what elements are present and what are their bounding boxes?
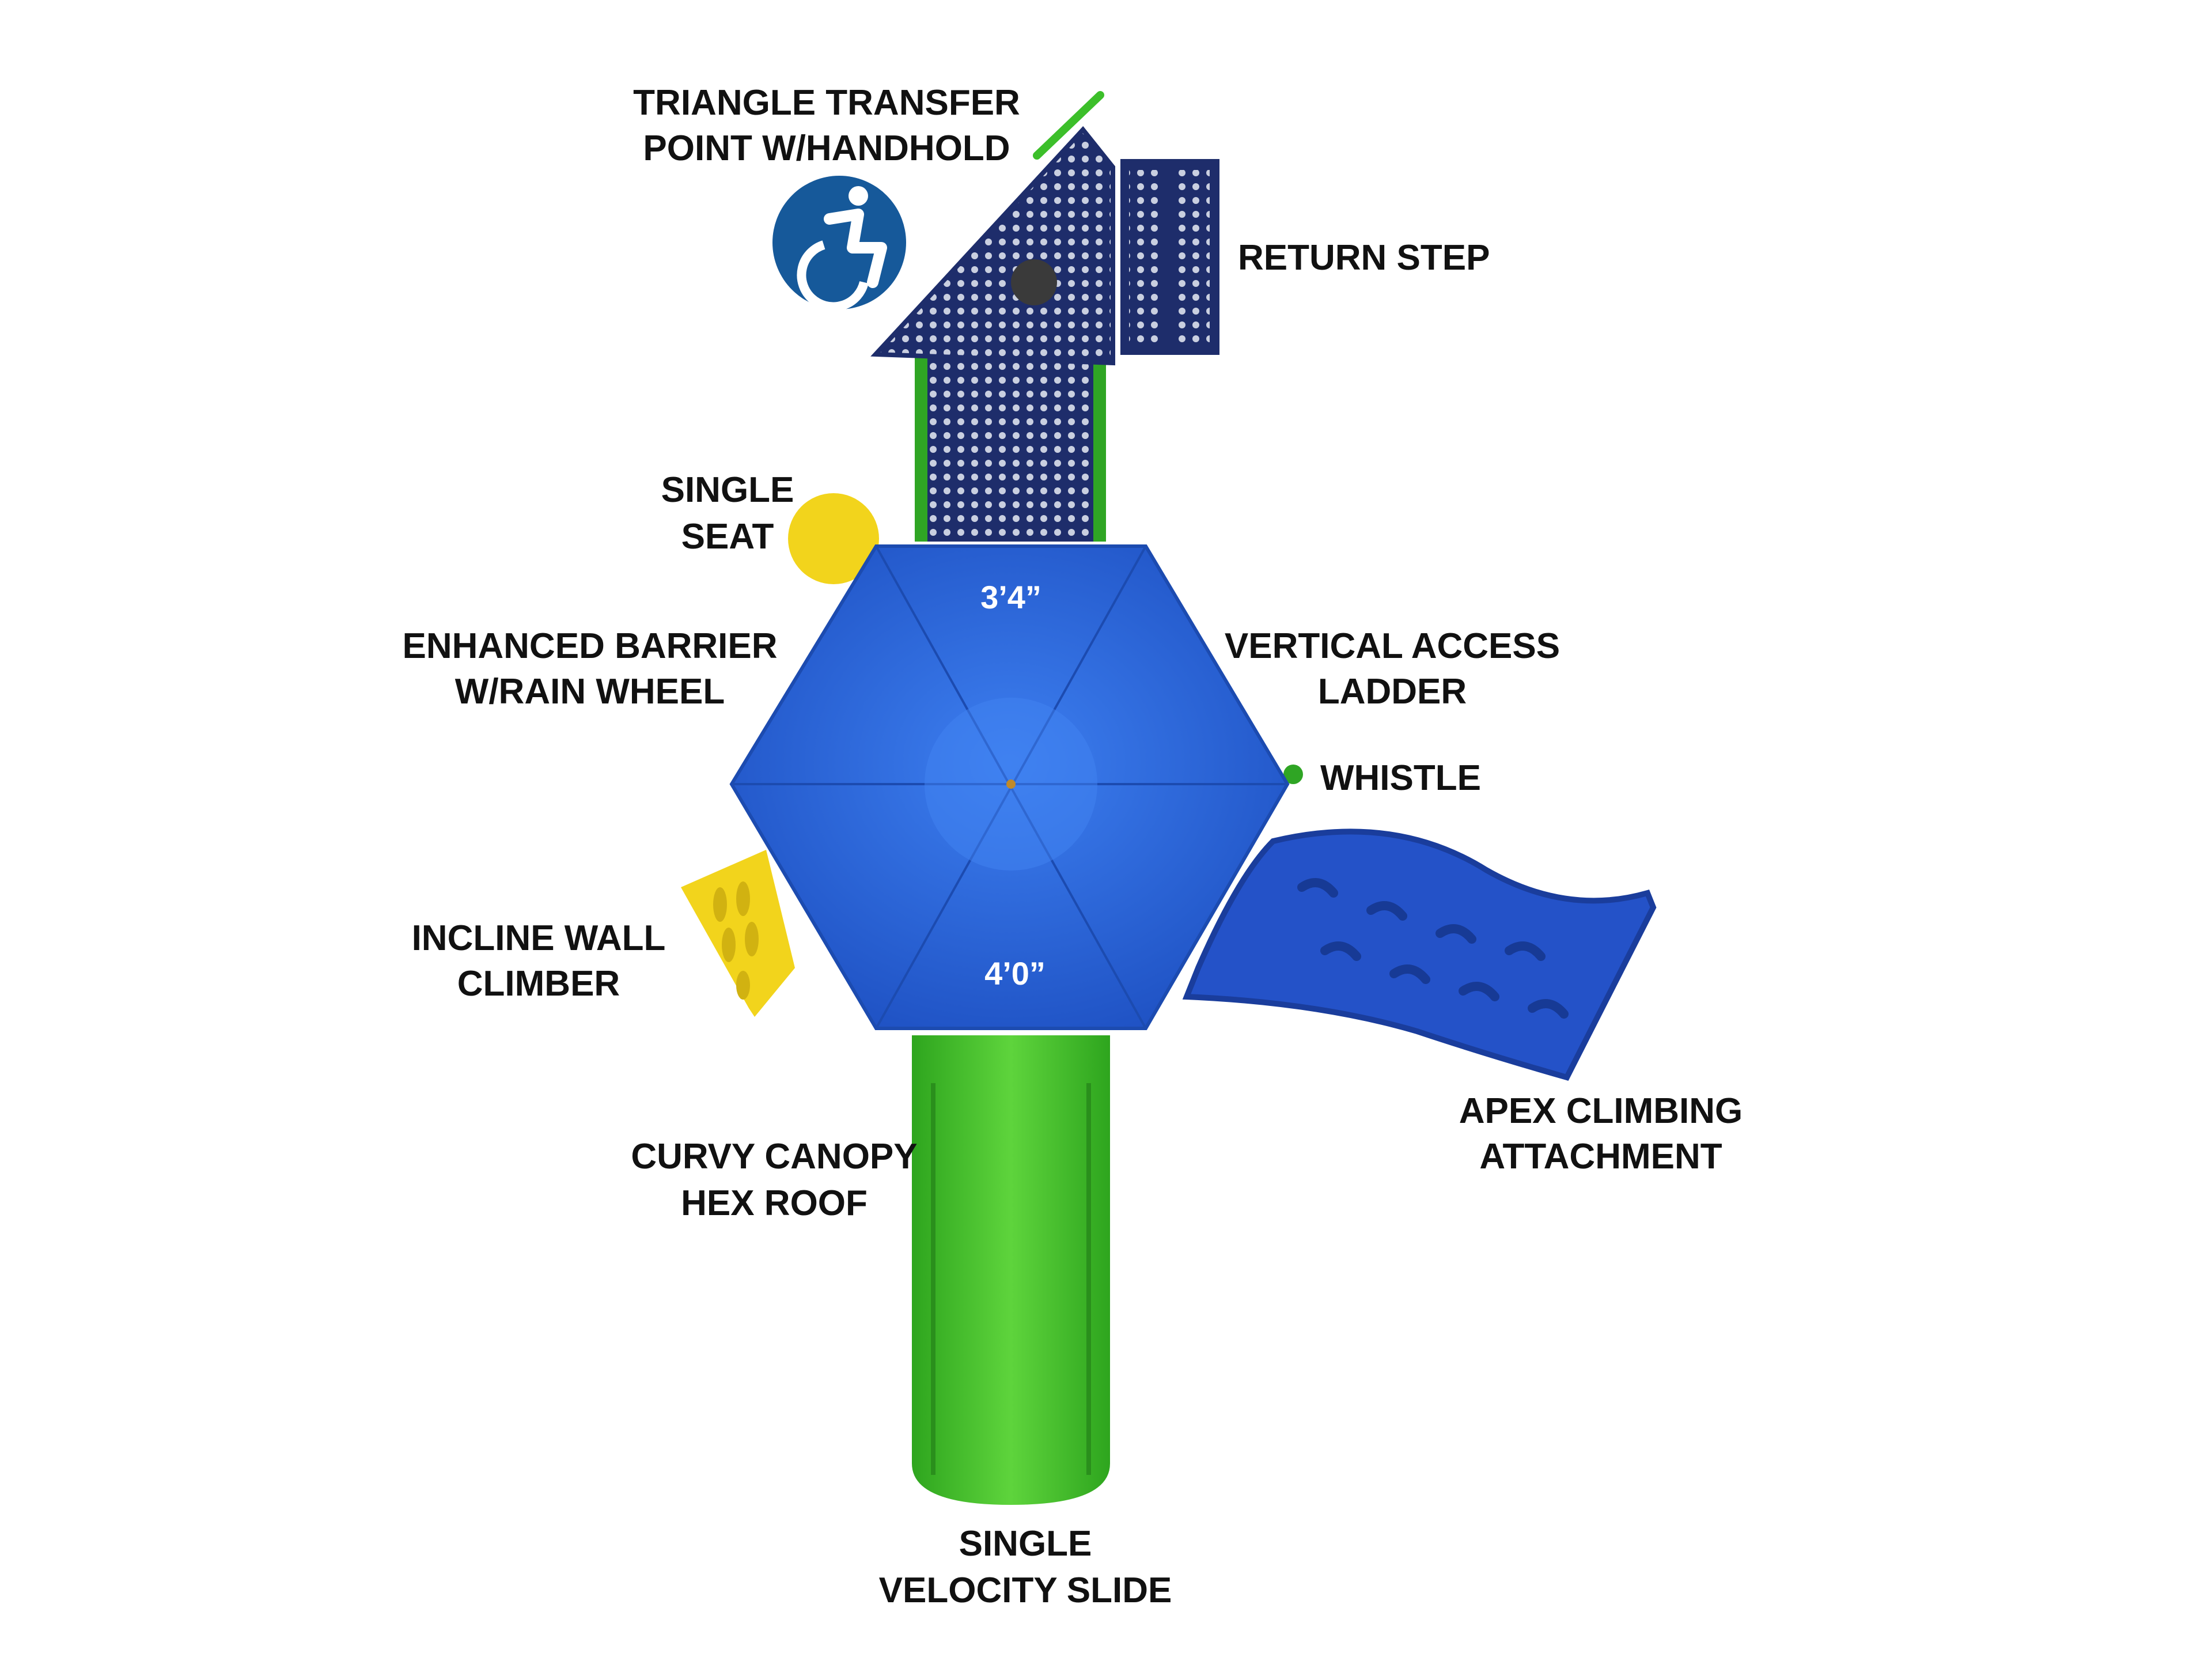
- whistle: [1283, 765, 1303, 784]
- top-deck-height: 3’4”: [980, 579, 1041, 615]
- label-enhanced-barrier-line1: ENHANCED BARRIER: [402, 626, 777, 666]
- bottom-deck-height: 4’0”: [984, 955, 1046, 992]
- incline-wall-climber: [681, 850, 795, 1017]
- label-apex-climbing-line1: APEX CLIMBING: [1459, 1091, 1743, 1131]
- label-apex-climbing-line2: ATTACHMENT: [1479, 1137, 1722, 1176]
- curvy-canopy-hex-roof: [729, 544, 1290, 1030]
- single-seat: [788, 493, 879, 584]
- label-return-step: RETURN STEP: [1238, 238, 1490, 278]
- label-velocity-slide-line2: VELOCITY SLIDE: [879, 1571, 1172, 1610]
- label-triangle-transfer-line1: TRIANGLE TRANSFER: [633, 83, 1020, 123]
- label-velocity-slide-line1: SINGLE: [959, 1524, 1092, 1564]
- triangle-transfer-point: [870, 91, 1115, 366]
- label-curvy-canopy-line1: CURVY CANOPY: [631, 1137, 917, 1176]
- velocity-slide: [912, 1035, 1110, 1505]
- label-curvy-canopy-line2: HEX ROOF: [681, 1183, 868, 1223]
- return-step: [1120, 159, 1219, 355]
- apex-climbing-attachment: [1182, 828, 1657, 1081]
- label-vertical-ladder-line1: VERTICAL ACCESS: [1225, 626, 1560, 666]
- label-single-seat-line1: SINGLE: [661, 470, 794, 510]
- label-enhanced-barrier-line2: W/RAIN WHEEL: [455, 672, 725, 712]
- label-whistle: WHISTLE: [1320, 758, 1481, 798]
- label-incline-wall-line1: INCLINE WALL: [412, 918, 666, 958]
- vertical-access-ladder: [915, 346, 1106, 542]
- wheelchair-accessible-icon: [772, 176, 906, 312]
- label-incline-wall-line2: CLIMBER: [457, 964, 620, 1004]
- label-single-seat-line2: SEAT: [681, 517, 774, 557]
- handhold: [1033, 91, 1104, 160]
- label-vertical-ladder-line2: LADDER: [1318, 672, 1467, 712]
- label-triangle-transfer-line2: POINT W/HANDHOLD: [643, 128, 1010, 168]
